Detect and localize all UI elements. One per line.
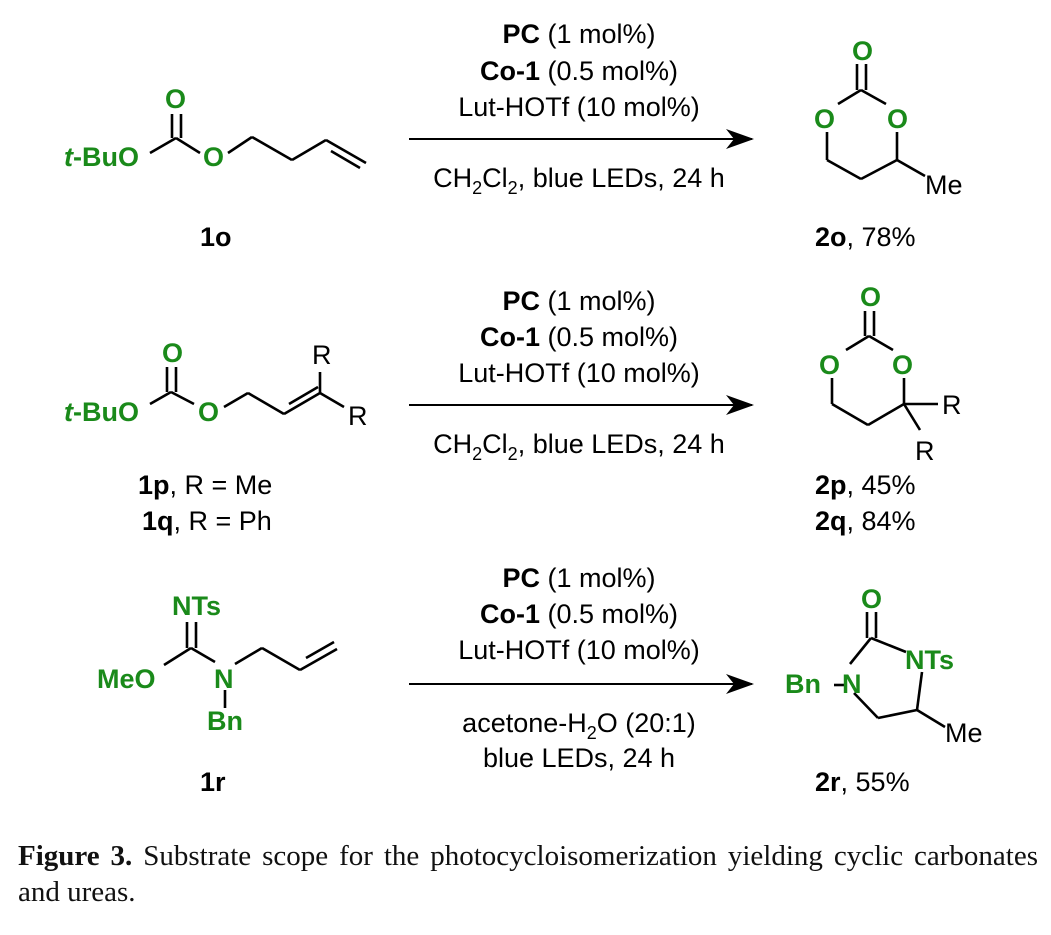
product-label-2p: 2p, 45%: [815, 470, 916, 500]
condition-lut: Lut-HOTf (10 mol%): [458, 358, 700, 388]
solvent-part: Cl: [482, 163, 508, 193]
condition-co: Co-1 (0.5 mol%): [480, 599, 678, 629]
co-amount: (0.5 mol%): [540, 599, 678, 629]
atom-nts: NTs: [172, 591, 221, 621]
solvent-part: acetone-H: [462, 708, 587, 738]
atom-bn: Bn: [207, 706, 243, 736]
atom-meo: MeO: [97, 664, 156, 694]
condition-solvent: CH2Cl2, blue LEDs, 24 h: [433, 429, 725, 464]
pc-amount: (1 mol%): [540, 19, 656, 49]
condition-lut: Lut-HOTf (10 mol%): [458, 635, 700, 665]
atom-me: Me: [925, 170, 963, 200]
pc-label: PC: [502, 19, 540, 49]
product-label-2o: 2o, 78%: [815, 222, 916, 252]
product-2pq-structure: [830, 311, 938, 431]
atom-r: R: [312, 340, 332, 370]
subscript: 2: [508, 444, 518, 464]
compound-label-1q: 1q, R = Ph: [142, 506, 272, 536]
atom-o: O: [892, 350, 913, 380]
atom-o: O: [814, 104, 835, 134]
compound-label-1r: 1r: [200, 767, 226, 797]
compound-note: , R = Ph: [174, 506, 272, 536]
compound-id: 1p: [138, 470, 170, 500]
co-label: Co-1: [480, 56, 540, 86]
compound-id: 1q: [142, 506, 174, 536]
atom-bn: Bn: [785, 669, 821, 699]
co-amount: (0.5 mol%): [540, 56, 678, 86]
atom-o: O: [887, 104, 908, 134]
pc-label: PC: [502, 563, 540, 593]
co-label: Co-1: [480, 322, 540, 352]
product-id: 2q: [815, 506, 847, 536]
atom-o: O: [819, 350, 840, 380]
atom-n: N: [842, 669, 862, 699]
co-label: Co-1: [480, 599, 540, 629]
atom-o: O: [203, 142, 224, 172]
condition-pc: PC (1 mol%): [502, 19, 655, 49]
product-yield: , 45%: [847, 470, 916, 500]
reaction-scheme: O t-BuO O 1o PC (1 mol%) Co-1 (0.5 mol%)…: [64, 19, 983, 797]
solvent-part: , blue LEDs, 24 h: [518, 429, 725, 459]
atom-r: R: [942, 390, 962, 420]
figure-number: Figure 3.: [18, 840, 133, 872]
solvent-part: CH: [433, 163, 472, 193]
substrate-1o-structure: [149, 114, 367, 170]
subscript: 2: [472, 444, 482, 464]
atom-tbuo: t-BuO: [64, 142, 139, 172]
subscript: 2: [587, 723, 597, 743]
compound-label-1p: 1p, R = Me: [138, 470, 272, 500]
caption-text: Substrate scope for the photocycloisomer…: [18, 840, 1038, 908]
co-amount: (0.5 mol%): [540, 322, 678, 352]
atom-n: N: [214, 664, 234, 694]
product-id: 2r: [815, 767, 841, 797]
atom-o: O: [198, 397, 219, 427]
tbu-italic: t: [64, 397, 74, 427]
solvent-part: CH: [433, 429, 472, 459]
solvent-part: Cl: [482, 429, 508, 459]
product-yield: , 78%: [847, 222, 916, 252]
atom-o: O: [852, 36, 873, 66]
atom-me: Me: [945, 718, 983, 748]
pc-amount: (1 mol%): [540, 286, 656, 316]
pc-amount: (1 mol%): [540, 563, 656, 593]
product-label-2q: 2q, 84%: [815, 506, 916, 536]
atom-o: O: [860, 282, 881, 312]
compound-label-1o: 1o: [200, 222, 232, 252]
product-yield: , 84%: [847, 506, 916, 536]
atom-o: O: [162, 338, 183, 368]
condition-pc: PC (1 mol%): [502, 286, 655, 316]
pc-label: PC: [502, 286, 540, 316]
condition-solvent: CH2Cl2, blue LEDs, 24 h: [433, 163, 725, 198]
subscript: 2: [472, 178, 482, 198]
tbu-rest: -BuO: [73, 142, 139, 172]
figure-caption: Figure 3. Substrate scope for the photoc…: [18, 838, 1038, 910]
atom-nts: NTs: [905, 645, 954, 675]
tbu-rest: -BuO: [73, 397, 139, 427]
product-id: 2p: [815, 470, 847, 500]
atom-o: O: [165, 84, 186, 114]
condition-acetone: acetone-H2O (20:1): [462, 708, 696, 743]
condition-pc: PC (1 mol%): [502, 563, 655, 593]
product-2o-structure: [825, 64, 926, 181]
atom-r: R: [348, 401, 368, 431]
atom-r: R: [915, 436, 935, 466]
condition-leds: blue LEDs, 24 h: [483, 743, 675, 773]
product-label-2r: 2r, 55%: [815, 767, 910, 797]
condition-co: Co-1 (0.5 mol%): [480, 322, 678, 352]
tbu-italic: t: [64, 142, 74, 172]
product-2r-structure: [834, 612, 946, 729]
product-id: 2o: [815, 222, 847, 252]
atom-tbuo: t-BuO: [64, 397, 139, 427]
condition-co: Co-1 (0.5 mol%): [480, 56, 678, 86]
solvent-part: , blue LEDs, 24 h: [518, 163, 725, 193]
solvent-part: O (20:1): [597, 708, 696, 738]
substrate-1pq-structure: [149, 367, 345, 416]
atom-o: O: [861, 584, 882, 614]
subscript: 2: [508, 178, 518, 198]
product-yield: , 55%: [841, 767, 910, 797]
compound-note: , R = Me: [170, 470, 273, 500]
substrate-1r-structure: [163, 622, 338, 708]
condition-lut: Lut-HOTf (10 mol%): [458, 92, 700, 122]
